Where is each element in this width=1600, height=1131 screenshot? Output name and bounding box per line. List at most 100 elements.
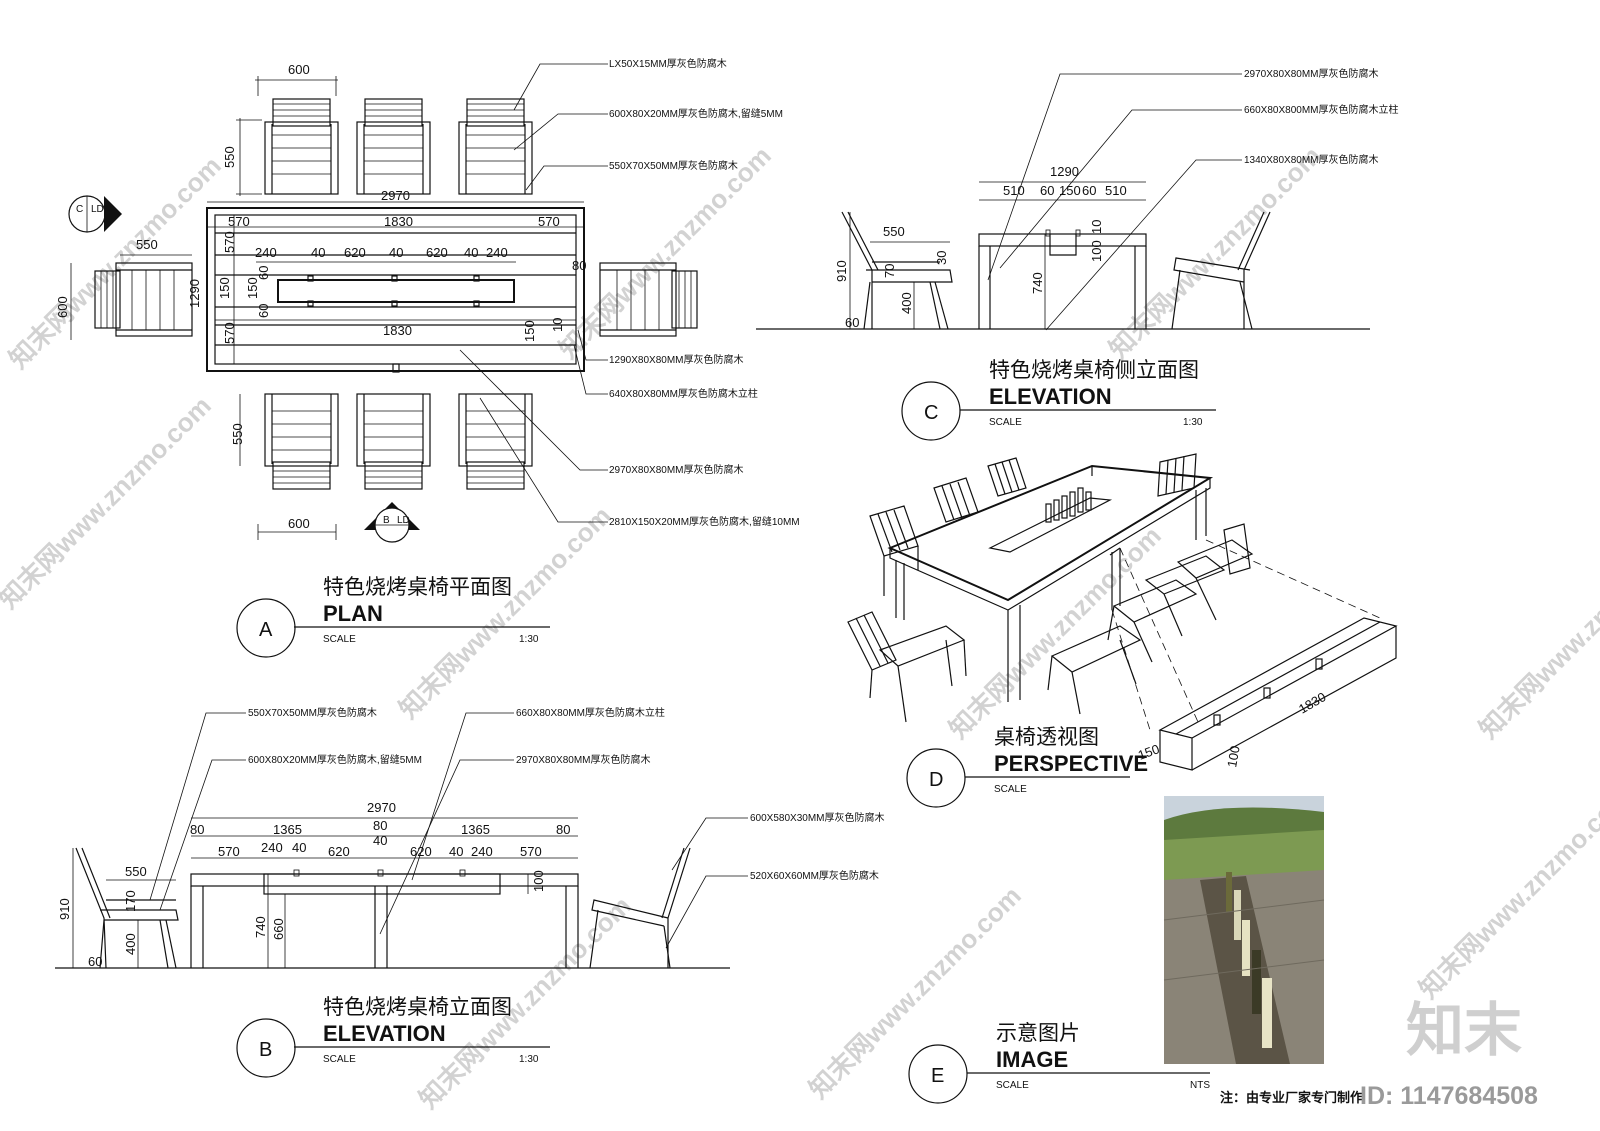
front-dim-400: 400 <box>123 933 138 955</box>
watermark-text: 知末网www.znzmo.com <box>803 880 1027 1104</box>
section-b-code: LD <box>397 515 410 526</box>
side-dim-30: 30 <box>934 251 949 265</box>
side-title-en: ELEVATION <box>989 384 1112 409</box>
image-title-en: IMAGE <box>996 1047 1068 1072</box>
persp-title-cn: 桌椅透视图 <box>994 726 1099 749</box>
persp-dim-height: 100 <box>1224 745 1243 769</box>
front-scale: 1:30 <box>519 1054 539 1065</box>
side-dim-foot60: 60 <box>845 315 859 330</box>
side-note-2: 660X80X800MM厚灰色防腐木立柱 <box>1244 103 1399 116</box>
perspective-chairs <box>847 453 1254 723</box>
brand-watermark: 知末 ID: 1147684508 <box>1360 998 1538 1110</box>
front-dimensions: 2970 80 1365 80 1365 80 40 570 240 40 62… <box>57 800 578 969</box>
watermark-text: 知末网www.znzmo.com <box>943 520 1167 744</box>
plan-dim-40b: 40 <box>389 245 403 260</box>
front-chair-left <box>75 847 179 969</box>
front-dim-910: 910 <box>57 898 72 920</box>
section-c-code: LD <box>91 204 104 215</box>
front-dim-740: 740 <box>253 916 268 938</box>
front-dim-570a: 570 <box>218 844 240 859</box>
plan-chair-right <box>599 262 698 337</box>
plan-chair-left <box>94 262 193 337</box>
plan-dim-570-left: 570 <box>228 214 250 229</box>
image-title-cn: 示意图片 <box>996 1022 1080 1045</box>
plan-dim-240b: 240 <box>486 245 508 260</box>
image-scale-label: SCALE <box>996 1080 1029 1091</box>
plan-dim-240a: 240 <box>255 245 277 260</box>
plan-note-6: 2970X80X80MM厚灰色防腐木 <box>609 463 744 476</box>
plan-dim-v60a: 60 <box>256 266 271 280</box>
front-dim-total: 2970 <box>367 800 396 815</box>
side-chair-left <box>841 211 953 330</box>
front-dim-80c: 80 <box>556 822 570 837</box>
front-note-5: 600X580X30MM厚灰色防腐木 <box>750 811 885 824</box>
plan-dim-side-chair-depth: 550 <box>136 237 158 252</box>
plan-dim-side-chair-width: 600 <box>55 296 70 318</box>
plan-dim-v80: 80 <box>572 258 586 273</box>
plan-chair-top-1 <box>264 98 339 195</box>
side-dim-width: 1290 <box>1050 164 1079 179</box>
plan-dim-570-right: 570 <box>538 214 560 229</box>
plan-dim-1830: 1830 <box>384 214 413 229</box>
plan-dimensions: 600 550 2970 570 1830 570 240 40 620 40 … <box>55 62 586 540</box>
section-c-letter: C <box>76 204 83 215</box>
plan-note-2: 600X80X20MM厚灰色防腐木,留缝5MM <box>609 107 783 120</box>
plan-note-5: 640X80X80MM厚灰色防腐木立柱 <box>609 387 758 400</box>
front-dim-1365b: 1365 <box>461 822 490 837</box>
side-dim-740: 740 <box>1030 272 1045 294</box>
front-dim-40-mid: 40 <box>373 833 387 848</box>
front-table <box>190 869 579 968</box>
front-dim-570b: 570 <box>520 844 542 859</box>
side-dim-chair-550: 550 <box>883 224 905 239</box>
section-marker-b: B LD <box>364 502 420 543</box>
plan-dim-table-width: 1290 <box>187 279 202 308</box>
plan-scale-label: SCALE <box>323 634 356 645</box>
plan-chair-top-2 <box>356 98 431 195</box>
plan-view: 600 550 2970 570 1830 570 240 40 620 40 … <box>55 57 800 658</box>
image-tag: E <box>931 1065 944 1087</box>
watermark-text: 知末网www.znzmo.com <box>1103 140 1327 364</box>
side-chair-right <box>1171 211 1271 330</box>
persp-dim-length: 1830 <box>1296 689 1329 716</box>
watermark-text: 知末网www.znzmo.com <box>553 140 777 364</box>
perspective-title-block: D 桌椅透视图 PERSPECTIVE SCALE <box>906 726 1148 808</box>
persp-dim-width: 150 <box>1136 741 1162 763</box>
persp-tag: D <box>929 769 943 791</box>
side-dim-510b: 510 <box>1105 183 1127 198</box>
persp-title-en: PERSPECTIVE <box>994 751 1148 776</box>
side-title-cn: 特色烧烤桌椅侧立面图 <box>989 359 1199 382</box>
front-elevation-view: 2970 80 1365 80 1365 80 40 570 240 40 62… <box>55 706 885 1078</box>
image-id-label: ID: 1147684508 <box>1360 1082 1538 1110</box>
image-footnote: 注：由专业厂家专门制作 <box>1220 1090 1363 1105</box>
perspective-table <box>887 464 1214 702</box>
plan-title-en: PLAN <box>323 601 383 626</box>
front-notes: 550X70X50MM厚灰色防腐木 600X80X20MM厚灰色防腐木,留缝5M… <box>149 706 885 949</box>
side-notes: 2970X80X80MM厚灰色防腐木 660X80X800MM厚灰色防腐木立柱 … <box>987 67 1399 331</box>
plan-dim-v150b: 150 <box>245 277 260 299</box>
front-dim-240a: 240 <box>261 840 283 855</box>
front-dim-100: 100 <box>531 870 546 892</box>
front-dim-80a: 80 <box>190 822 204 837</box>
side-dim-100: 100 <box>1089 240 1104 262</box>
watermark-text: 知末网www.znzmo.com <box>393 500 617 724</box>
side-dim-910: 910 <box>834 260 849 282</box>
plan-tag: A <box>259 619 273 641</box>
side-title-block: C 特色烧烤桌椅侧立面图 ELEVATION SCALE 1:30 <box>901 359 1216 441</box>
front-dim-620a: 620 <box>328 844 350 859</box>
plan-notes: LX50X15MM厚灰色防腐木 600X80X20MM厚灰色防腐木,留缝5MM … <box>459 57 800 528</box>
image-title-block: E 示意图片 IMAGE SCALE NTS 注：由专业厂家专门制作 <box>908 1022 1363 1105</box>
plan-dim-total-length: 2970 <box>381 188 410 203</box>
side-dim-10: 10 <box>1089 220 1104 234</box>
front-title-block: B 特色烧烤桌椅立面图 ELEVATION SCALE 1:30 <box>236 996 550 1078</box>
plan-chair-top-3 <box>458 98 533 195</box>
front-note-1: 550X70X50MM厚灰色防腐木 <box>248 706 377 719</box>
front-note-2: 600X80X20MM厚灰色防腐木,留缝5MM <box>248 753 422 766</box>
plan-note-3: 550X70X50MM厚灰色防腐木 <box>609 159 738 172</box>
plan-dim-40a: 40 <box>311 245 325 260</box>
side-table <box>978 229 1147 329</box>
perspective-trough-detail: 1830 150 100 <box>1136 617 1398 771</box>
side-note-1: 2970X80X80MM厚灰色防腐木 <box>1244 67 1379 80</box>
front-dim-40a: 40 <box>292 840 306 855</box>
watermark-text: 知末网www.znzmo.com <box>3 150 227 374</box>
